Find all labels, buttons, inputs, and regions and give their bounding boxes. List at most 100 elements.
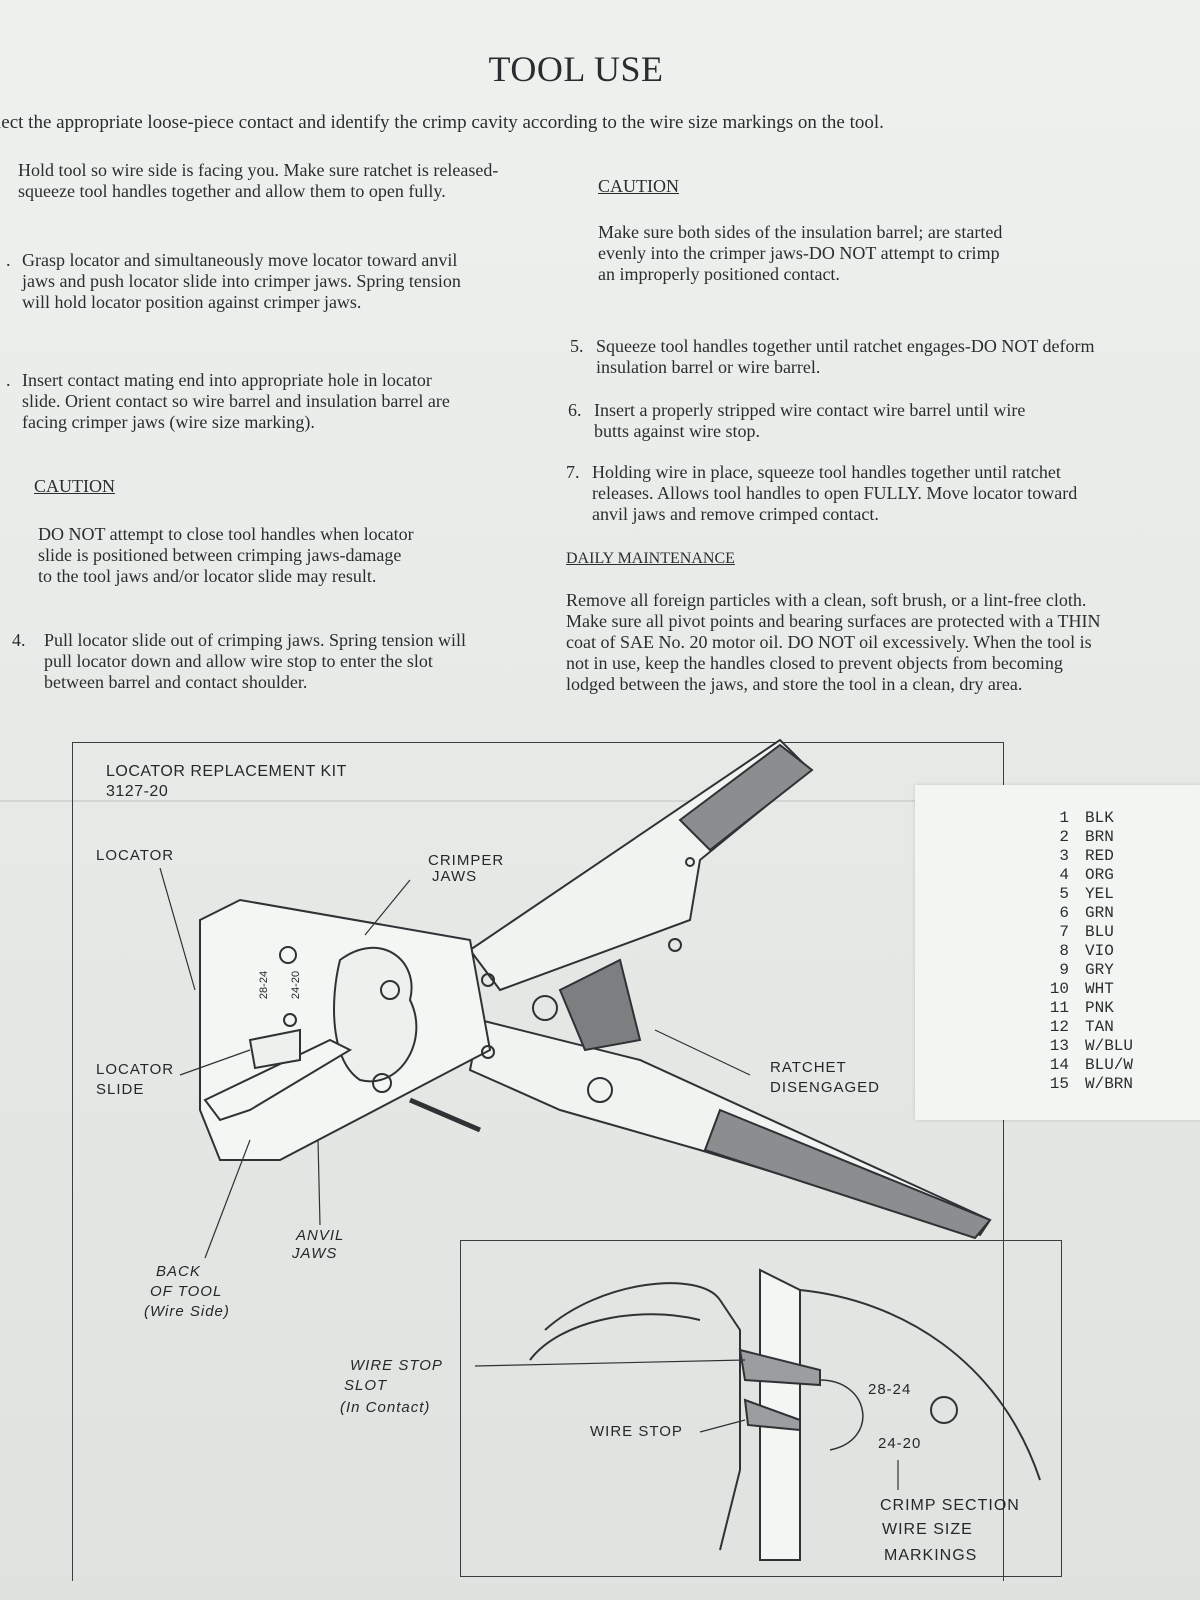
wire-color-row: 3 RED xyxy=(1035,847,1133,866)
wire-color-code: BRN xyxy=(1085,828,1114,846)
step-5-text: Squeeze tool handles together until ratc… xyxy=(596,336,1095,377)
step-7-number: 7. xyxy=(566,462,580,482)
wire-color-code: BLU/W xyxy=(1085,1056,1134,1074)
step-3-text: Insert contact mating end into appropria… xyxy=(22,370,450,432)
label-back-of-tool-line3: (Wire Side) xyxy=(144,1303,230,1320)
label-wire-stop-slot-line3: (In Contact) xyxy=(340,1399,431,1416)
step-6-number: 6. xyxy=(568,400,582,420)
step-2: . Grasp locator and simultaneously move … xyxy=(6,250,492,313)
wire-color-code: W/BLU xyxy=(1085,1037,1134,1055)
wire-number: 8 xyxy=(1059,942,1069,960)
wire-color-code: RED xyxy=(1085,847,1114,865)
label-wire-stop-slot-line1: WIRE STOP xyxy=(350,1357,443,1374)
label-crimper-jaws-line2: JAWS xyxy=(432,868,478,885)
wire-color-code: PNK xyxy=(1085,999,1114,1017)
detail-frame xyxy=(460,1240,1062,1577)
wire-color-row: 9 GRY xyxy=(1035,961,1133,980)
wire-number: 12 xyxy=(1049,1018,1069,1036)
wire-color-table: 1 BLK 2 BRN 3 RED 4 ORG 5 YEL 6 GRN 7 BLU 8 VIO 9 GRY 10 WH… xyxy=(1035,809,1133,1094)
wire-color-code: GRY xyxy=(1085,961,1114,979)
wire-color-row: 6 GRN xyxy=(1035,904,1133,923)
wire-number: 14 xyxy=(1049,1056,1069,1074)
wire-color-code: VIO xyxy=(1085,942,1114,960)
wire-color-code: W/BRN xyxy=(1085,1075,1134,1093)
caution-heading-left: CAUTION xyxy=(34,476,115,496)
intro-text: lect the appropriate loose-piece contact… xyxy=(0,112,884,133)
label-size-24-20: 24-20 xyxy=(290,970,303,1000)
step-4-text: Pull locator slide out of crimping jaws.… xyxy=(44,630,466,692)
caution-text-right: Make sure both sides of the insulation b… xyxy=(598,222,1003,284)
wire-number: 10 xyxy=(1049,980,1069,998)
wire-number: 1 xyxy=(1059,809,1069,827)
step-5: 5. Squeeze tool handles together until r… xyxy=(570,336,1116,378)
caution-heading-right: CAUTION xyxy=(598,176,679,196)
label-crimper-jaws-line1: CRIMPER xyxy=(428,852,505,869)
wire-color-row: 10 WHT xyxy=(1035,980,1133,999)
maintenance-text: Remove all foreign particles with a clea… xyxy=(566,590,1101,694)
step-3-number: . xyxy=(6,370,11,390)
wire-color-code: ORG xyxy=(1085,866,1114,884)
wire-color-code: YEL xyxy=(1085,885,1114,903)
label-crimp-section-line2: WIRE SIZE xyxy=(882,1521,973,1538)
wire-color-row: 13 W/BLU xyxy=(1035,1037,1133,1056)
label-detail-size-24-20: 24-20 xyxy=(878,1435,922,1452)
step-7-text: Holding wire in place, squeeze tool hand… xyxy=(592,462,1078,524)
step-1-text: Hold tool so wire side is facing you. Ma… xyxy=(18,160,499,201)
wire-number: 5 xyxy=(1059,885,1069,903)
wire-number: 6 xyxy=(1059,904,1069,922)
wire-number: 4 xyxy=(1059,866,1069,884)
caution-text-left: DO NOT attempt to close tool handles whe… xyxy=(38,524,414,586)
step-6: 6. Insert a properly stripped wire conta… xyxy=(568,400,1064,442)
label-ratchet-line1: RATCHET xyxy=(770,1059,847,1076)
label-back-of-tool-line1: BACK xyxy=(156,1263,201,1280)
label-size-28-24: 28-24 xyxy=(258,970,271,1000)
wire-number: 2 xyxy=(1059,828,1069,846)
wire-color-code: GRN xyxy=(1085,904,1114,922)
label-ratchet-line2: DISENGAGED xyxy=(770,1079,881,1096)
wire-color-code: BLU xyxy=(1085,923,1114,941)
label-back-of-tool-line2: OF TOOL xyxy=(150,1283,223,1300)
wire-color-row: 1 BLK xyxy=(1035,809,1133,828)
wire-color-code: BLK xyxy=(1085,809,1114,827)
wire-color-row: 4 ORG xyxy=(1035,866,1133,885)
wire-number: 13 xyxy=(1049,1037,1069,1055)
page-title: TOOL USE xyxy=(488,49,664,89)
label-locator-slide-line2: SLIDE xyxy=(96,1081,145,1098)
wire-color-row: 15 W/BRN xyxy=(1035,1075,1133,1094)
wire-color-row: 14 BLU/W xyxy=(1035,1056,1133,1075)
maintenance-heading: DAILY MAINTENANCE xyxy=(566,550,735,567)
label-crimp-section-line1: CRIMP SECTION xyxy=(880,1497,1020,1514)
paper-fold xyxy=(0,800,1200,802)
label-locator: LOCATOR xyxy=(96,847,175,864)
wire-color-row: 7 BLU xyxy=(1035,923,1133,942)
label-wire-stop-slot-line2: SLOT xyxy=(344,1377,388,1394)
step-3: . Insert contact mating end into appropr… xyxy=(6,370,462,433)
wire-color-row: 11 PNK xyxy=(1035,999,1133,1018)
label-crimp-section-line3: MARKINGS xyxy=(884,1547,978,1564)
label-anvil-line2: JAWS xyxy=(292,1245,338,1262)
wire-color-code: WHT xyxy=(1085,980,1114,998)
label-wire-stop: WIRE STOP xyxy=(590,1423,683,1440)
label-anvil-line1: ANVIL xyxy=(296,1227,345,1244)
step-7: 7. Holding wire in place, squeeze tool h… xyxy=(566,462,1102,525)
wire-number: 3 xyxy=(1059,847,1069,865)
step-4-number: 4. xyxy=(12,630,26,650)
crimp-tool-illustration xyxy=(159,738,1041,1561)
wire-color-legend: 1 BLK 2 BRN 3 RED 4 ORG 5 YEL 6 GRN 7 BLU 8 VIO 9 GRY 10 WH… xyxy=(915,785,1200,1120)
wire-number: 7 xyxy=(1059,923,1069,941)
wire-number: 9 xyxy=(1059,961,1069,979)
step-2-text: Grasp locator and simultaneously move lo… xyxy=(22,250,461,312)
wire-color-row: 5 YEL xyxy=(1035,885,1133,904)
wire-color-row: 8 VIO xyxy=(1035,942,1133,961)
wire-number: 15 xyxy=(1049,1075,1069,1093)
label-locator-slide-line1: LOCATOR xyxy=(96,1061,175,1078)
diagram-frame xyxy=(72,742,1004,1581)
label-detail-size-28-24: 28-24 xyxy=(868,1381,912,1398)
step-4: 4. Pull locator slide out of crimping ja… xyxy=(12,630,494,693)
wire-number: 11 xyxy=(1049,999,1069,1017)
wire-color-row: 2 BRN xyxy=(1035,828,1133,847)
step-6-text: Insert a properly stripped wire contact … xyxy=(594,400,1026,441)
step-2-number: . xyxy=(6,250,11,270)
